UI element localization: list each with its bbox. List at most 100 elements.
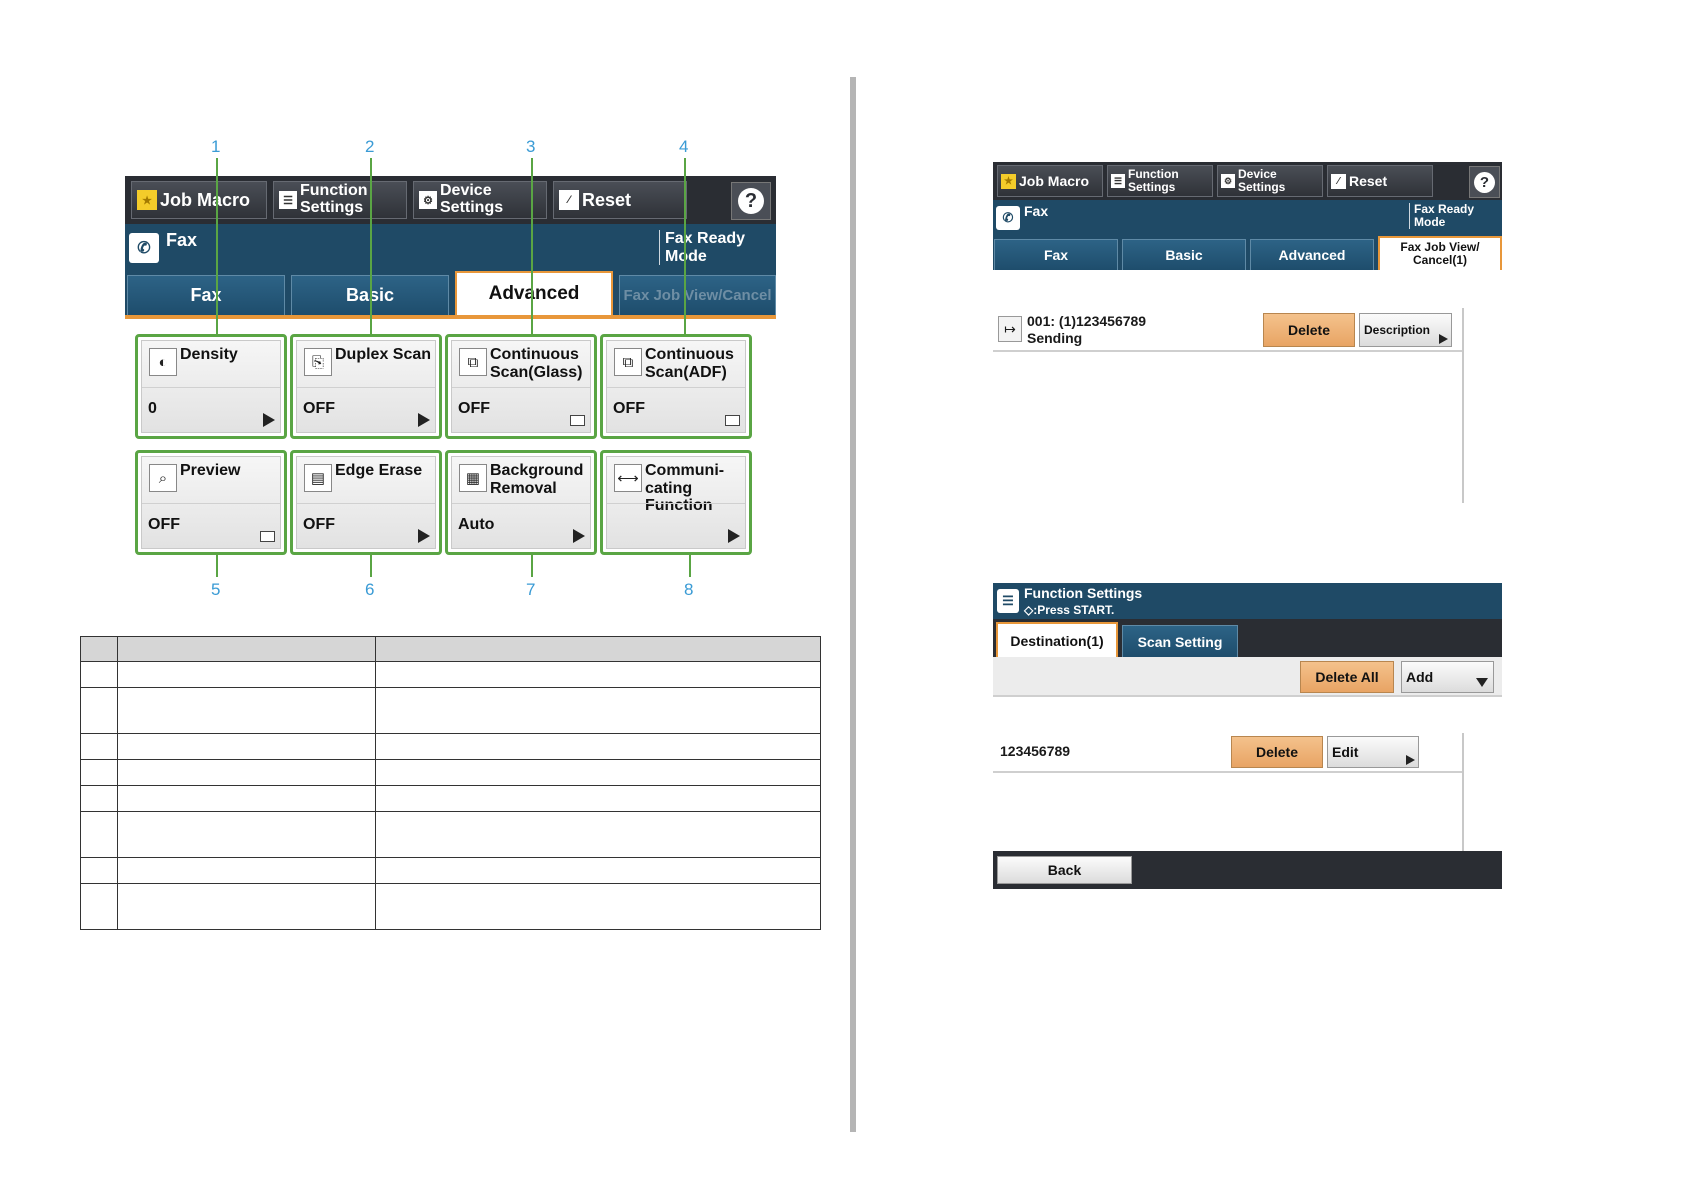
table-cell xyxy=(375,883,821,930)
table-cell xyxy=(80,733,118,760)
arrow-right-icon xyxy=(728,529,740,543)
title-bar: ✆ Fax Fax Ready Mode xyxy=(125,224,776,271)
gear-icon: ⚙ xyxy=(419,191,437,209)
fax-icon: ✆ xyxy=(996,206,1020,230)
table-cell xyxy=(80,857,118,884)
job-status: Sending xyxy=(1027,330,1083,346)
table-header-cell xyxy=(375,636,821,662)
function-settings-button[interactable]: ☰ Function Settings xyxy=(273,181,407,219)
setting-label: Continuous Scan(ADF) xyxy=(645,346,734,381)
device-settings-button[interactable]: ⚙ Device Settings xyxy=(413,181,547,219)
reset-button[interactable]: ⁄ Reset xyxy=(1327,165,1433,197)
job-macro-button[interactable]: ★ Job Macro xyxy=(131,181,267,219)
tab-advanced[interactable]: Advanced xyxy=(1250,239,1374,270)
page-title: Function Settings xyxy=(1024,585,1143,601)
edit-button[interactable]: Edit xyxy=(1327,736,1419,768)
tab-fax[interactable]: Fax xyxy=(127,275,285,315)
star-icon: ★ xyxy=(1001,173,1016,189)
tab-fax-job-view[interactable]: Fax Job View/ Cancel(1) xyxy=(1378,236,1502,270)
gear-icon: ⚙ xyxy=(1221,174,1235,188)
table-cell xyxy=(375,687,821,734)
function-settings-button[interactable]: ☰ Function Settings xyxy=(1107,165,1213,197)
tab-destination[interactable]: Destination(1) xyxy=(996,622,1118,657)
toggle-box-icon xyxy=(725,415,740,426)
tab-fax[interactable]: Fax xyxy=(994,239,1118,270)
list-right-border xyxy=(1462,733,1464,889)
callout-line xyxy=(370,158,372,334)
table-cell xyxy=(375,785,821,812)
chevron-down-icon xyxy=(1476,678,1488,687)
table-cell xyxy=(80,687,118,734)
table-cell xyxy=(375,661,821,688)
title-bar: ✆ Fax Fax Ready Mode xyxy=(993,200,1502,236)
table-cell xyxy=(80,661,118,688)
page-divider xyxy=(850,77,856,1132)
table-cell xyxy=(117,733,376,760)
job-row[interactable]: ↦ 001: (1)123456789 Sending Delete Descr… xyxy=(993,308,1462,352)
table-cell xyxy=(80,883,118,930)
toggle-box-icon xyxy=(570,415,585,426)
device-settings-button[interactable]: ⚙ Device Settings xyxy=(1217,165,1323,197)
action-row: Delete All Add xyxy=(993,657,1502,697)
preview-icon: ⌕ xyxy=(149,464,177,492)
page-title: Fax xyxy=(166,230,198,250)
tab-basic[interactable]: Basic xyxy=(1122,239,1246,270)
destination-row[interactable]: 123456789 Delete Edit xyxy=(993,733,1462,773)
add-dropdown[interactable]: Add xyxy=(1401,661,1494,693)
setting-tile[interactable]: ⟷Communi- cating Function xyxy=(600,450,752,555)
delete-all-button[interactable]: Delete All xyxy=(1300,661,1394,693)
job-macro-button[interactable]: ★ Job Macro xyxy=(997,165,1103,197)
job-macro-label: Job Macro xyxy=(160,189,251,210)
function-settings-label: Function Settings xyxy=(1128,167,1179,194)
callout-line xyxy=(531,158,533,334)
bottom-bar: Back xyxy=(993,851,1502,889)
delete-button[interactable]: Delete xyxy=(1263,313,1355,347)
callout-number: 3 xyxy=(526,137,536,156)
table-header-cell xyxy=(80,636,118,662)
job-view-panel: ★ Job Macro ☰ Function Settings ⚙ Device… xyxy=(993,162,1502,503)
destination-number: 123456789 xyxy=(1000,743,1071,759)
half-circle-icon: ◐ xyxy=(149,348,177,376)
delete-button[interactable]: Delete xyxy=(1231,736,1323,768)
tab-scan-setting[interactable]: Scan Setting xyxy=(1122,625,1238,657)
tile-separator xyxy=(297,387,435,388)
tab-bar: Fax Basic Advanced Fax Job View/ Cancel(… xyxy=(993,236,1502,270)
help-button[interactable]: ? xyxy=(1469,166,1500,198)
table-cell xyxy=(117,687,376,734)
arrow-right-icon xyxy=(418,413,430,427)
tab-fax-job-view[interactable]: Fax Job View/Cancel xyxy=(619,275,776,315)
setting-tile[interactable]: ⧉Continuous Scan(ADF)OFF xyxy=(600,334,752,439)
reset-button[interactable]: ⁄ Reset xyxy=(553,181,687,219)
callout-number: 1 xyxy=(211,137,221,156)
table-cell xyxy=(375,759,821,786)
top-bar: ★ Job Macro ☰ Function Settings ⚙ Device… xyxy=(993,162,1502,200)
function-settings-label: Function Settings xyxy=(300,182,368,216)
description-button[interactable]: Description xyxy=(1359,313,1452,347)
toggle-box-icon xyxy=(260,531,275,542)
setting-tile[interactable]: ⧉Continuous Scan(Glass)OFF xyxy=(445,334,597,439)
ready-mode-label: Fax Ready Mode xyxy=(1409,202,1474,230)
table-row xyxy=(80,759,821,786)
table-cell xyxy=(117,759,376,786)
table-cell xyxy=(80,811,118,858)
table-cell xyxy=(80,759,118,786)
arrow-right-icon xyxy=(1406,755,1415,765)
callout-number: 6 xyxy=(365,580,375,599)
back-label: Back xyxy=(1047,862,1082,878)
tab-underline xyxy=(125,315,776,319)
tab-bar: Fax Basic Advanced Fax Job View/Cancel xyxy=(125,271,776,315)
tab-bar: Destination(1) Scan Setting xyxy=(993,619,1502,657)
device-settings-label: Device Settings xyxy=(1238,167,1286,194)
back-button[interactable]: Back xyxy=(997,856,1132,884)
tab-advanced[interactable]: Advanced xyxy=(455,271,613,315)
help-button[interactable]: ? xyxy=(731,182,771,220)
setting-value: OFF xyxy=(303,400,335,417)
